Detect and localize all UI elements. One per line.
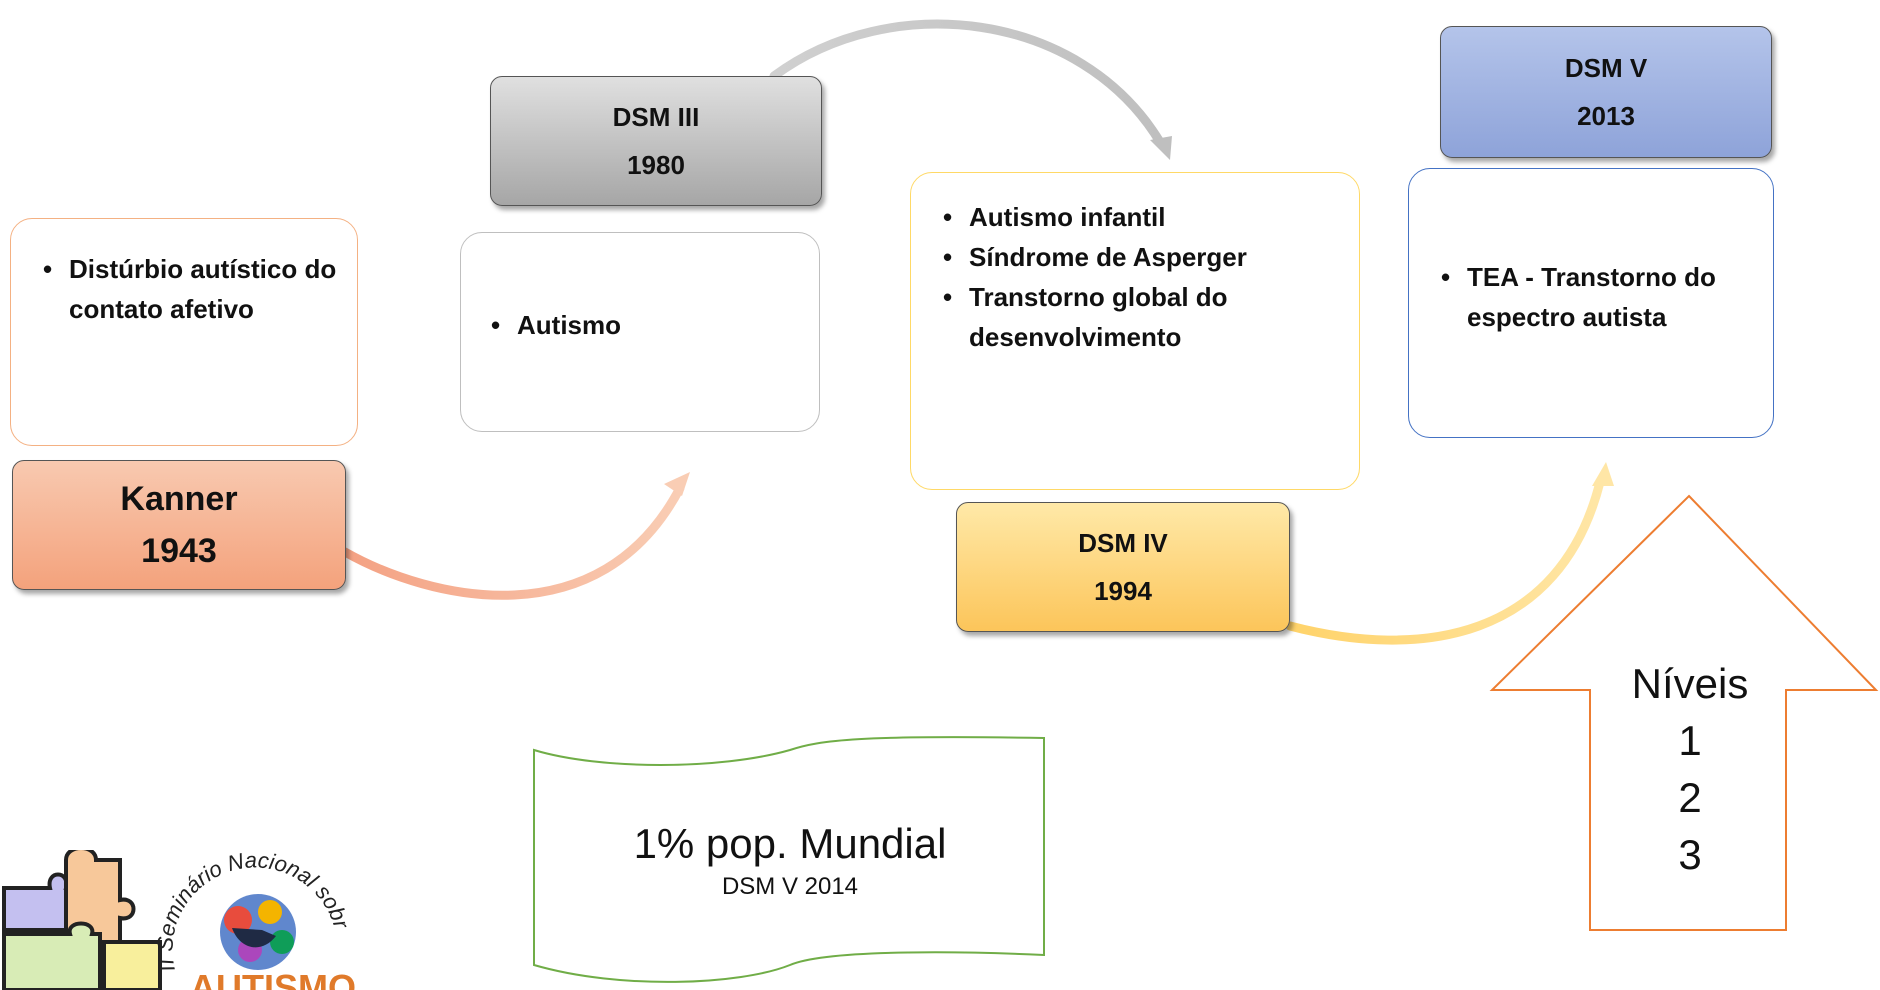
brazil-map-icon [220, 894, 296, 970]
dsm5-content-box: TEA - Transtorno do espectro autista [1408, 168, 1774, 438]
levels-value-2: 2 [1678, 774, 1702, 821]
dsm4-label-box: DSM IV 1994 [956, 502, 1290, 632]
arc-dsm4-to-dsm5 [1285, 477, 1605, 645]
dsm4-item-2: Síndrome de Asperger [943, 237, 1343, 277]
dsm3-label-title: DSM III [612, 102, 700, 132]
dsm5-label-title: DSM V [1564, 53, 1648, 83]
logo-word: AUTISMO [190, 967, 356, 990]
arrowhead-kanner-to-dsm3 [664, 472, 690, 496]
dsm4-item-3: Transtorno global do desenvolvimento [943, 277, 1343, 357]
levels-text: Níveis 1 2 3 [1590, 655, 1790, 883]
dsm4-content-box: Autismo infantil Síndrome de Asperger Tr… [910, 172, 1360, 490]
arrowhead-dsm4-to-dsm5 [1592, 462, 1614, 486]
dsm4-item-list: Autismo infantil Síndrome de Asperger Tr… [943, 197, 1343, 357]
levels-title: Níveis [1631, 660, 1749, 707]
kanner-item-1: Distúrbio autístico do contato afetivo [43, 249, 343, 329]
kanner-content-box: Distúrbio autístico do contato afetivo [10, 218, 358, 446]
kanner-item-list: Distúrbio autístico do contato afetivo [43, 249, 343, 329]
levels-up-arrow [1489, 494, 1879, 931]
arc-kanner-to-dsm3 [340, 483, 685, 600]
dsm4-item-1: Autismo infantil [943, 197, 1343, 237]
prevalence-wave-shape [533, 736, 1045, 983]
levels-value-1: 1 [1678, 717, 1702, 764]
dsm5-label-box: DSM V 2013 [1440, 26, 1772, 158]
seminar-logo: II Seminário Nacional sobre AUTISMO [0, 850, 360, 990]
kanner-label-year: 1943 [141, 532, 217, 570]
dsm4-label-title: DSM IV [1078, 528, 1168, 558]
prevalence-text: 1% pop. Mundial DSM V 2014 [534, 818, 1046, 904]
kanner-label-box: Kanner 1943 [12, 460, 346, 590]
dsm3-item-1: Autismo [491, 305, 801, 345]
puzzle-pieces-icon [2, 850, 162, 990]
dsm5-label-year: 2013 [1577, 101, 1635, 131]
dsm5-item-1: TEA - Transtorno do espectro autista [1441, 257, 1761, 337]
prevalence-main-text: 1% pop. Mundial [633, 820, 947, 867]
prevalence-sub-text: DSM V 2014 [721, 873, 859, 900]
dsm3-item-list: Autismo [491, 305, 801, 345]
dsm3-content-box: Autismo [460, 232, 820, 432]
arc-dsm3-to-dsm4 [769, 19, 1165, 147]
seminar-logo-graphic: II Seminário Nacional sobre AUTISMO [0, 850, 356, 990]
arrowhead-dsm3-to-dsm4 [1150, 136, 1172, 160]
dsm3-label-year: 1980 [627, 150, 685, 180]
levels-value-3: 3 [1678, 831, 1702, 878]
dsm5-item-list: TEA - Transtorno do espectro autista [1441, 257, 1761, 337]
kanner-label-title: Kanner [120, 480, 238, 518]
dsm3-label-box: DSM III 1980 [490, 76, 822, 206]
dsm4-label-year: 1994 [1094, 576, 1152, 606]
